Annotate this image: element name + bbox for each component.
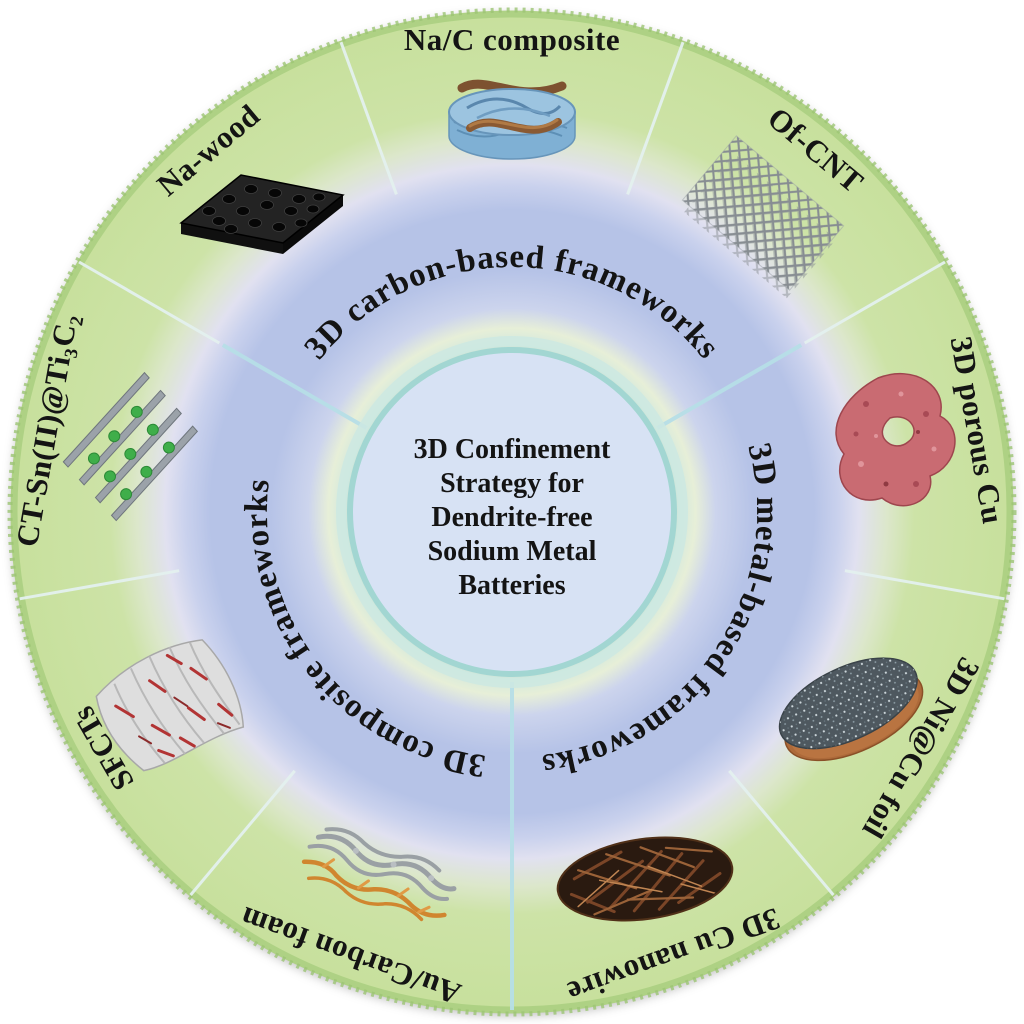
segment-divider-line: [78, 260, 221, 345]
outer-rim-texture: [7, 7, 1017, 1017]
ct-sn-ti3c2-icon: [62, 371, 199, 522]
center-title: 3D Confinement Strategy for Dendrite-fre…: [414, 434, 611, 601]
segment-label-na-c-composite: Na/C composite: [404, 22, 620, 57]
center-title-line: 3D Confinement: [414, 434, 611, 465]
porous-cu-icon: [835, 373, 956, 507]
center-title-line: Sodium Metal: [428, 536, 597, 567]
sfcts-icon: [95, 639, 245, 772]
ring-divider-line: [221, 343, 368, 430]
center-title-line: Dendrite-free: [431, 502, 592, 533]
ring-divider-line: [656, 343, 803, 430]
segment-divider-line: [803, 260, 946, 345]
ni-cu-foil-icon: [778, 657, 924, 762]
segment-divider-line: [19, 569, 180, 601]
center-circle-glow: [336, 336, 688, 688]
segment-divider-line: [339, 41, 398, 195]
center-title-line: Batteries: [458, 570, 565, 601]
cu-nanowire-icon: [556, 836, 734, 922]
segment-divider-line: [728, 769, 835, 896]
na-wood-icon: [179, 174, 345, 254]
na-c-composite-icon: [448, 79, 576, 160]
ring-dividers: [221, 343, 803, 1010]
segment-divider-line: [626, 41, 685, 195]
segment-dividers: [19, 41, 1005, 896]
of-cnt-icon: [681, 135, 845, 299]
segment-divider-line: [844, 569, 1005, 601]
segment-divider-line: [189, 769, 296, 896]
center-circle: [347, 347, 677, 677]
center-title-line: Strategy for: [440, 468, 584, 499]
au-carbon-foam-icon: [301, 827, 457, 922]
